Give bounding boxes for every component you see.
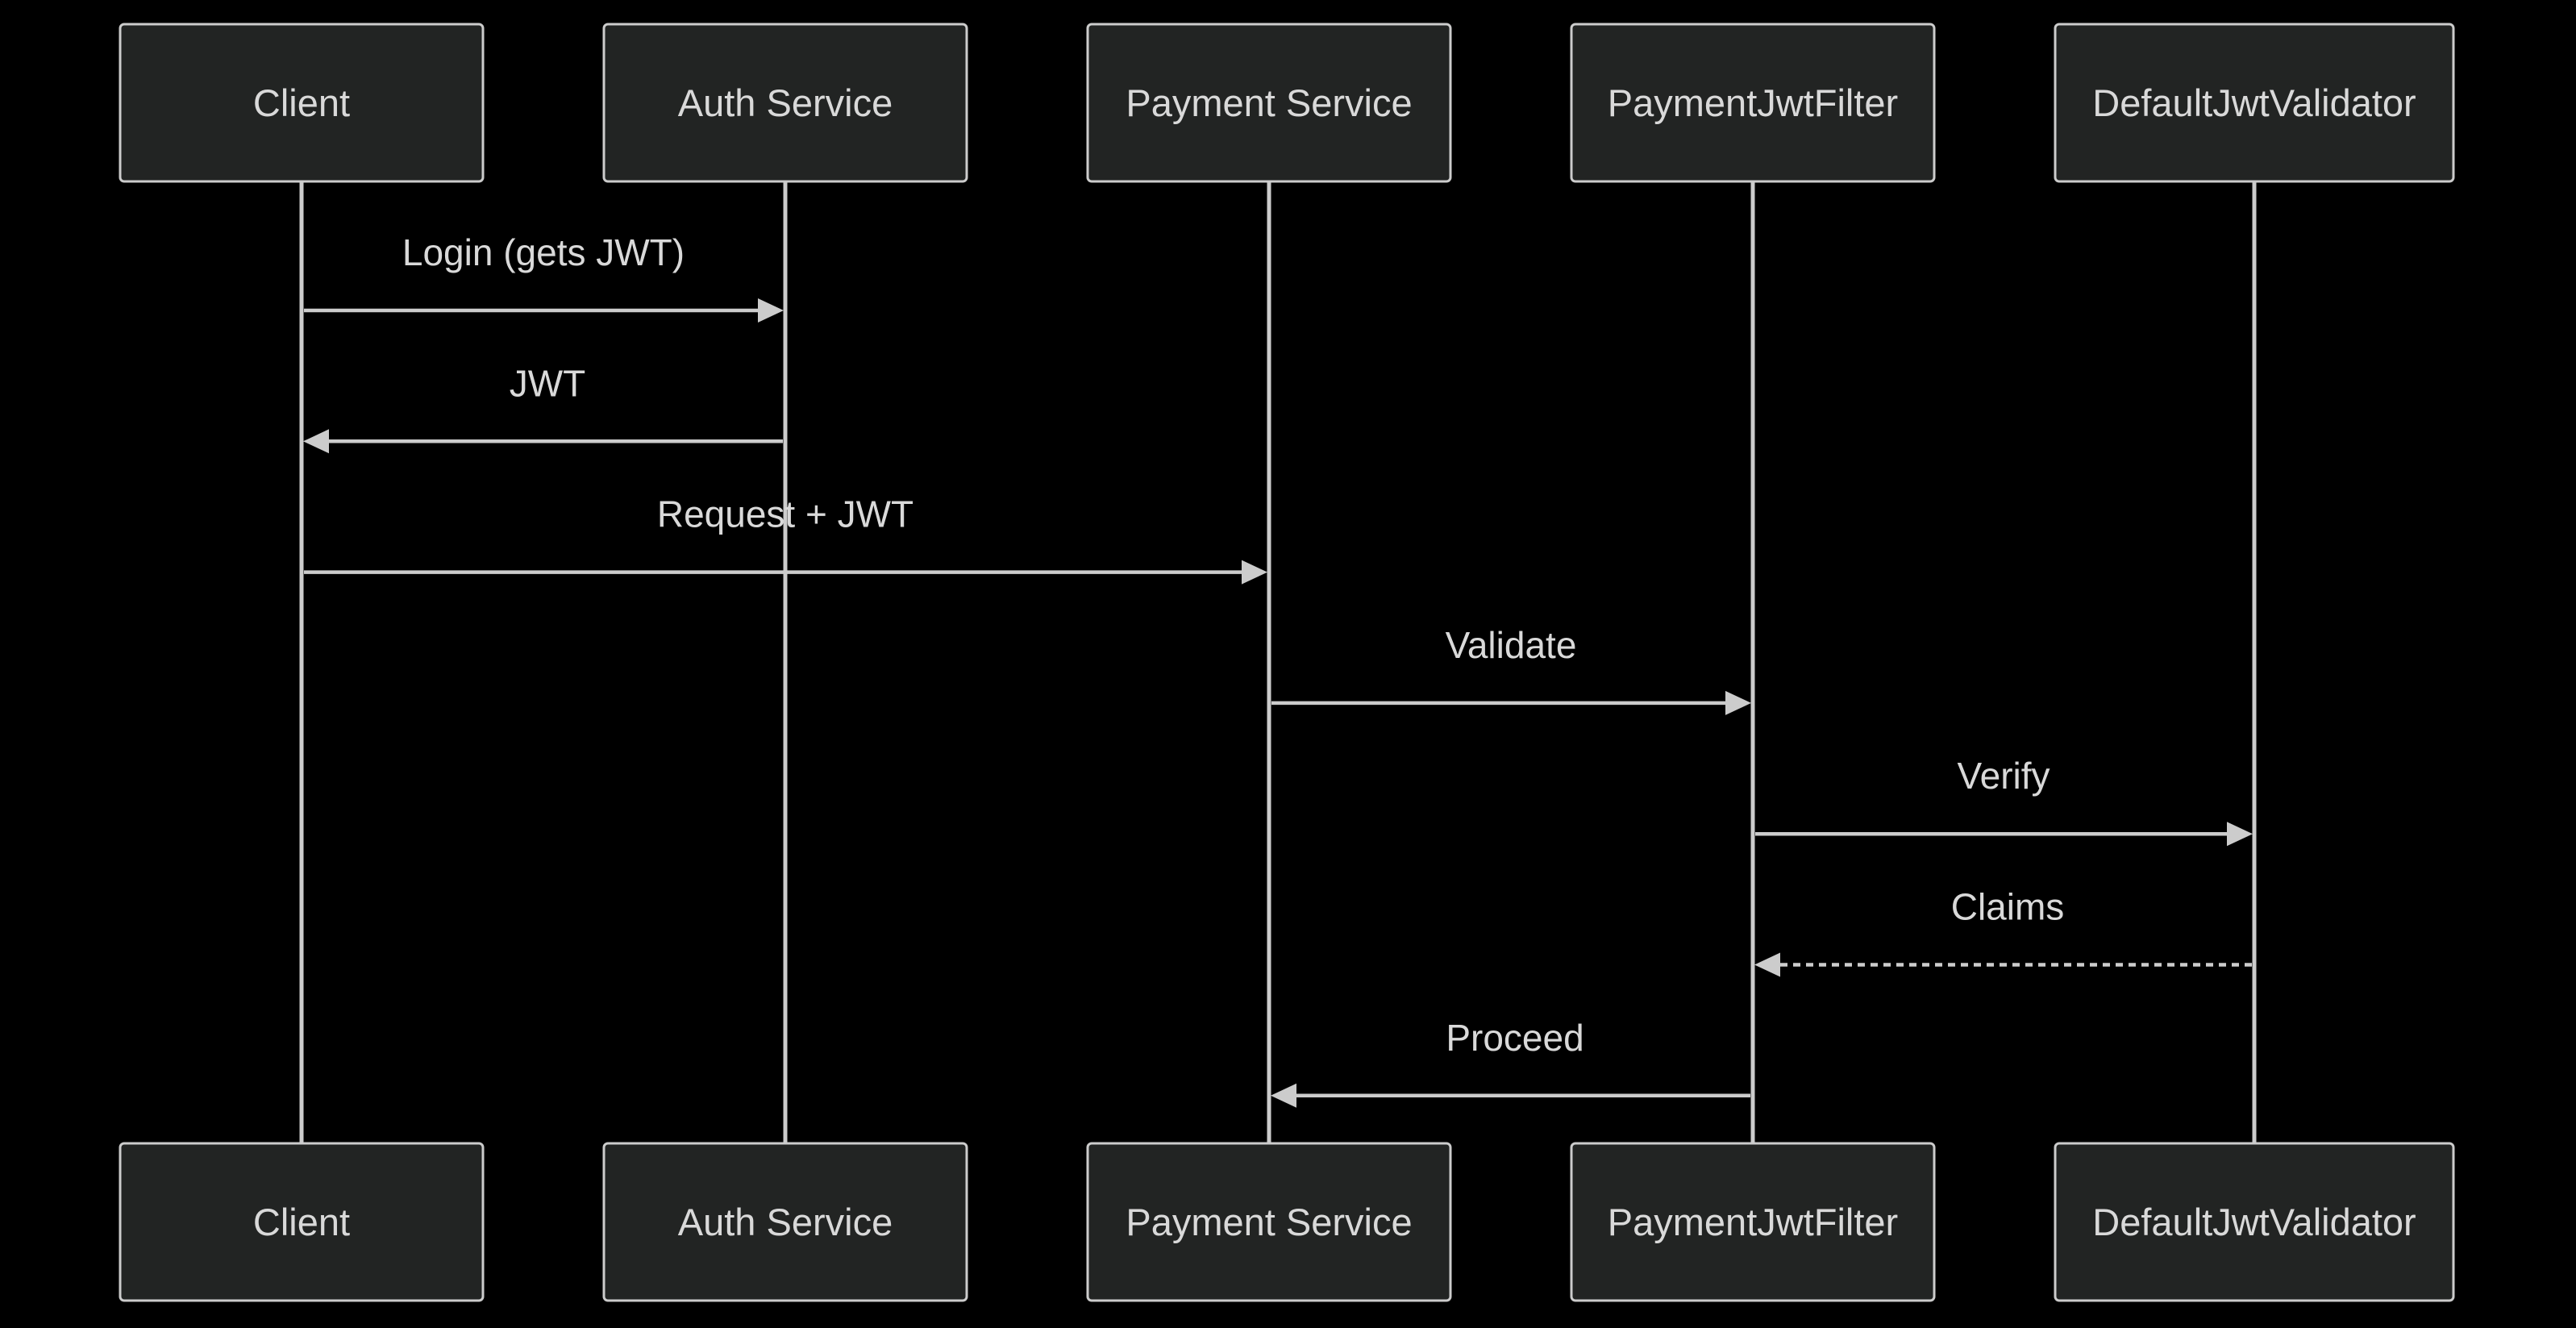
arrowhead-icon — [1242, 560, 1267, 585]
participant-client-top: Client — [119, 23, 485, 183]
participant-label: Payment Service — [1126, 1201, 1412, 1243]
participant-validator-top: DefaultJwtValidator — [2054, 23, 2455, 183]
message-label: Verify — [1957, 755, 2050, 797]
message-7: Proceed — [1271, 1017, 1750, 1108]
participant-filter-top: PaymentJwtFilter — [1570, 23, 1936, 183]
lifelines — [299, 181, 2257, 1143]
messages: Login (gets JWT) JWT Request + JWT Validate… — [303, 231, 2253, 1108]
participant-auth-top: Auth Service — [602, 23, 968, 183]
participant-box — [602, 1142, 968, 1302]
participant-payment-top: Payment Service — [1086, 23, 1452, 183]
participant-box — [602, 23, 968, 183]
participant-label: Auth Service — [678, 1201, 893, 1243]
participant-label: Client — [253, 1201, 350, 1243]
participant-box — [2054, 23, 2455, 183]
arrowhead-icon — [2227, 822, 2253, 847]
participant-filter-bottom: PaymentJwtFilter — [1570, 1142, 1936, 1302]
participant-label: PaymentJwtFilter — [1608, 81, 1898, 124]
participant-client-bottom: Client — [119, 1142, 485, 1302]
message-1: Login (gets JWT) — [304, 231, 784, 323]
message-3: Request + JWT — [304, 493, 1267, 585]
message-label: Claims — [1951, 886, 2065, 928]
participant-label: Client — [253, 81, 350, 124]
arrowhead-icon — [1725, 690, 1751, 715]
participant-label: Auth Service — [678, 81, 893, 124]
participant-box — [119, 23, 485, 183]
message-4: Validate — [1271, 624, 1751, 715]
participant-box — [2054, 1142, 2455, 1302]
participant-auth-bottom: Auth Service — [602, 1142, 968, 1302]
message-label: JWT — [510, 362, 586, 404]
message-label: Proceed — [1446, 1017, 1583, 1059]
message-label: Login (gets JWT) — [402, 231, 685, 273]
message-label: Request + JWT — [657, 493, 913, 535]
message-2: JWT — [303, 362, 783, 454]
participant-box — [119, 1142, 485, 1302]
participant-box — [1086, 1142, 1452, 1302]
participant-payment-bottom: Payment Service — [1086, 1142, 1452, 1302]
participant-box — [1086, 23, 1452, 183]
participant-label: DefaultJwtValidator — [2092, 1201, 2416, 1243]
arrowhead-icon — [758, 298, 784, 323]
message-6: Claims — [1754, 886, 2252, 977]
participant-label: Payment Service — [1126, 81, 1412, 124]
participant-validator-bottom: DefaultJwtValidator — [2054, 1142, 2455, 1302]
message-5: Verify — [1755, 755, 2253, 847]
participant-label: DefaultJwtValidator — [2092, 81, 2416, 124]
message-label: Validate — [1446, 624, 1577, 666]
participant-box — [1570, 23, 1936, 183]
arrowhead-icon — [1271, 1083, 1296, 1108]
arrowhead-icon — [303, 429, 329, 454]
arrowhead-icon — [1754, 952, 1780, 977]
participant-box — [1570, 1142, 1936, 1302]
participant-label: PaymentJwtFilter — [1608, 1201, 1898, 1243]
